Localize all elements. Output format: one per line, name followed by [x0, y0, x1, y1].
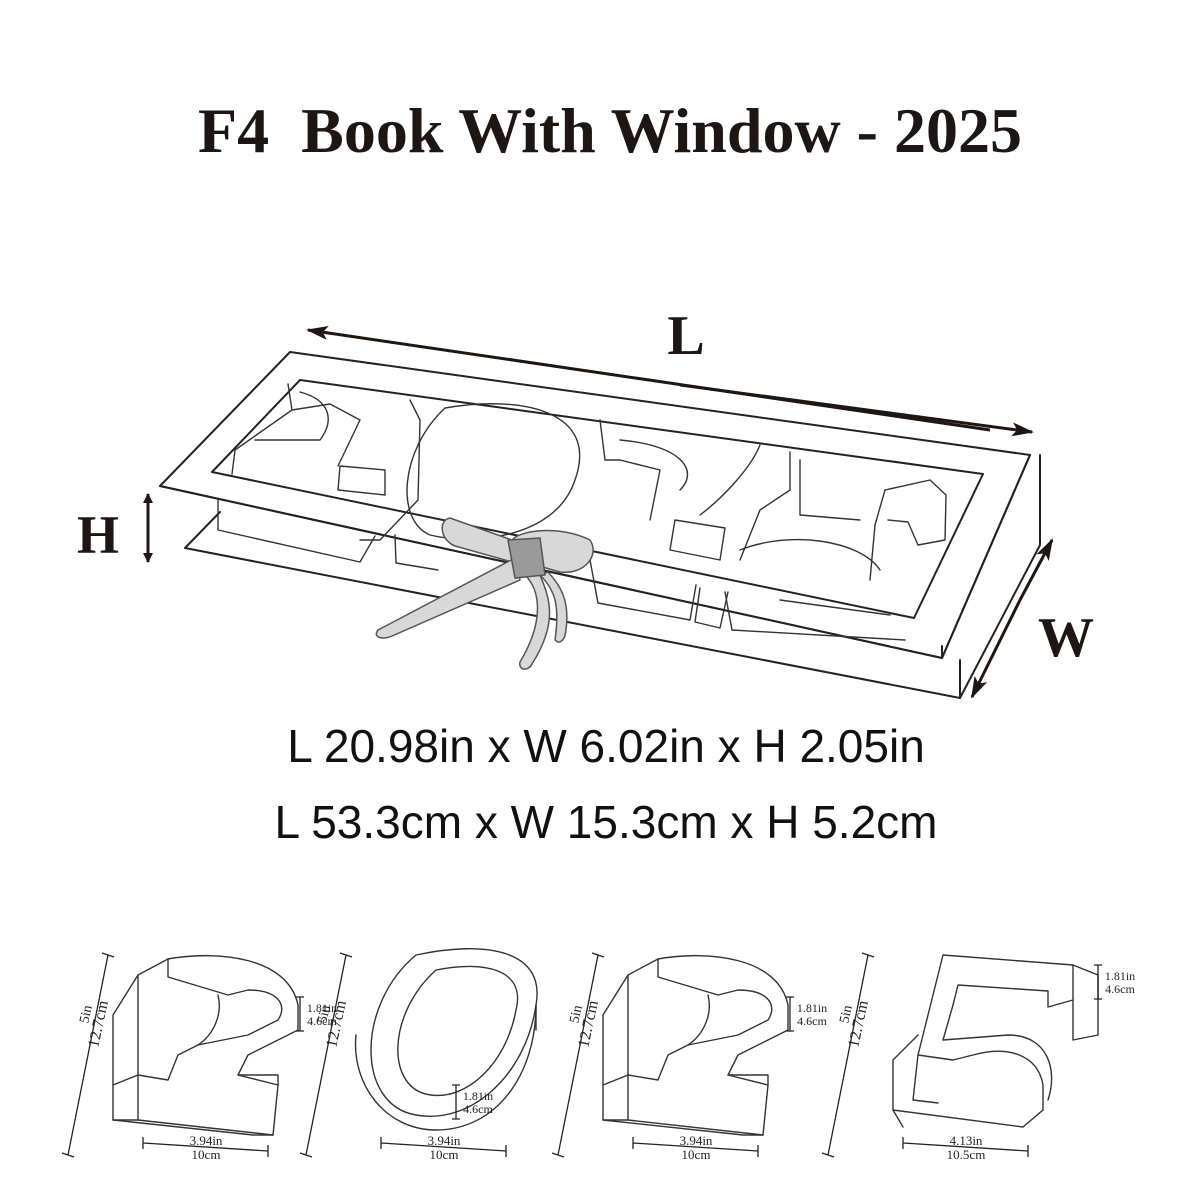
depth-dimension-line	[452, 1084, 460, 1120]
width-cm-label: 10.5cm	[947, 1147, 986, 1162]
height-label: H	[77, 505, 119, 565]
depth-in-label: 1.81in	[797, 1001, 827, 1015]
height-in-label: 5in	[837, 1004, 855, 1025]
box-window-opening	[211, 379, 984, 619]
digit-shape	[112, 954, 299, 1136]
box-compartments	[231, 383, 947, 629]
length-label: L	[667, 305, 704, 367]
width-dimension-line	[380, 1137, 507, 1157]
depth-in-label: 1.81in	[463, 1089, 493, 1103]
width-in-label: 4.13in	[950, 1133, 983, 1148]
digit-compartments: 5in12.7cm3.94in10cm1.81in4.6cm5in12.7cm3…	[61, 948, 1135, 1162]
length-arrow-tail	[679, 383, 1034, 437]
width-dimension-line	[902, 1137, 1029, 1157]
page-title: F4 Book With Window - 2025	[198, 95, 1022, 166]
depth-cm-label: 4.6cm	[1105, 982, 1135, 996]
width-arrow	[1018, 538, 1054, 601]
depth-dimension-line	[786, 996, 794, 1032]
depth-cm-label: 4.6cm	[797, 1014, 827, 1028]
depth-cm-label: 4.6cm	[307, 1014, 337, 1028]
digit-shape	[602, 954, 789, 1136]
width-dimension-line	[142, 1137, 269, 1157]
width-cm-label: 10cm	[192, 1147, 221, 1162]
width-cm-label: 10cm	[682, 1147, 711, 1162]
box-front-partitions	[217, 499, 906, 641]
width-in-label: 3.94in	[190, 1133, 223, 1148]
depth-cm-label: 4.6cm	[463, 1102, 493, 1116]
height-in-label: 5in	[77, 1004, 95, 1025]
height-in-label: 5in	[315, 1004, 333, 1025]
gift-box-illustration: L W H	[77, 305, 1094, 699]
width-in-label: 3.94in	[680, 1133, 713, 1148]
digit-shape	[892, 954, 1099, 1128]
depth-in-label: 1.81in	[307, 1001, 337, 1015]
width-arrow-tail	[970, 599, 1022, 699]
digit-shape	[354, 948, 538, 1131]
width-cm-label: 10cm	[430, 1147, 459, 1162]
length-arrow	[306, 325, 991, 432]
dimensions-metric: L 53.3cm x W 15.3cm x H 5.2cm	[275, 796, 938, 848]
depth-dimension-line	[1094, 964, 1102, 1000]
ribbon-bow	[375, 517, 594, 670]
width-dimension-line	[632, 1137, 759, 1157]
height-dimension-line	[551, 952, 605, 1158]
height-dimension-line	[821, 952, 875, 1158]
height-dimension-line	[61, 952, 115, 1158]
width-label: W	[1038, 607, 1094, 669]
box-tray-side	[159, 454, 1031, 659]
height-in-label: 5in	[567, 1004, 585, 1025]
dimensions-imperial: L 20.98in x W 6.02in x H 2.05in	[287, 720, 925, 772]
width-in-label: 3.94in	[428, 1133, 461, 1148]
depth-dimension-line	[296, 996, 304, 1032]
depth-in-label: 1.81in	[1105, 969, 1135, 983]
height-dimension-line	[299, 952, 353, 1158]
box-base-cover	[184, 454, 1041, 699]
